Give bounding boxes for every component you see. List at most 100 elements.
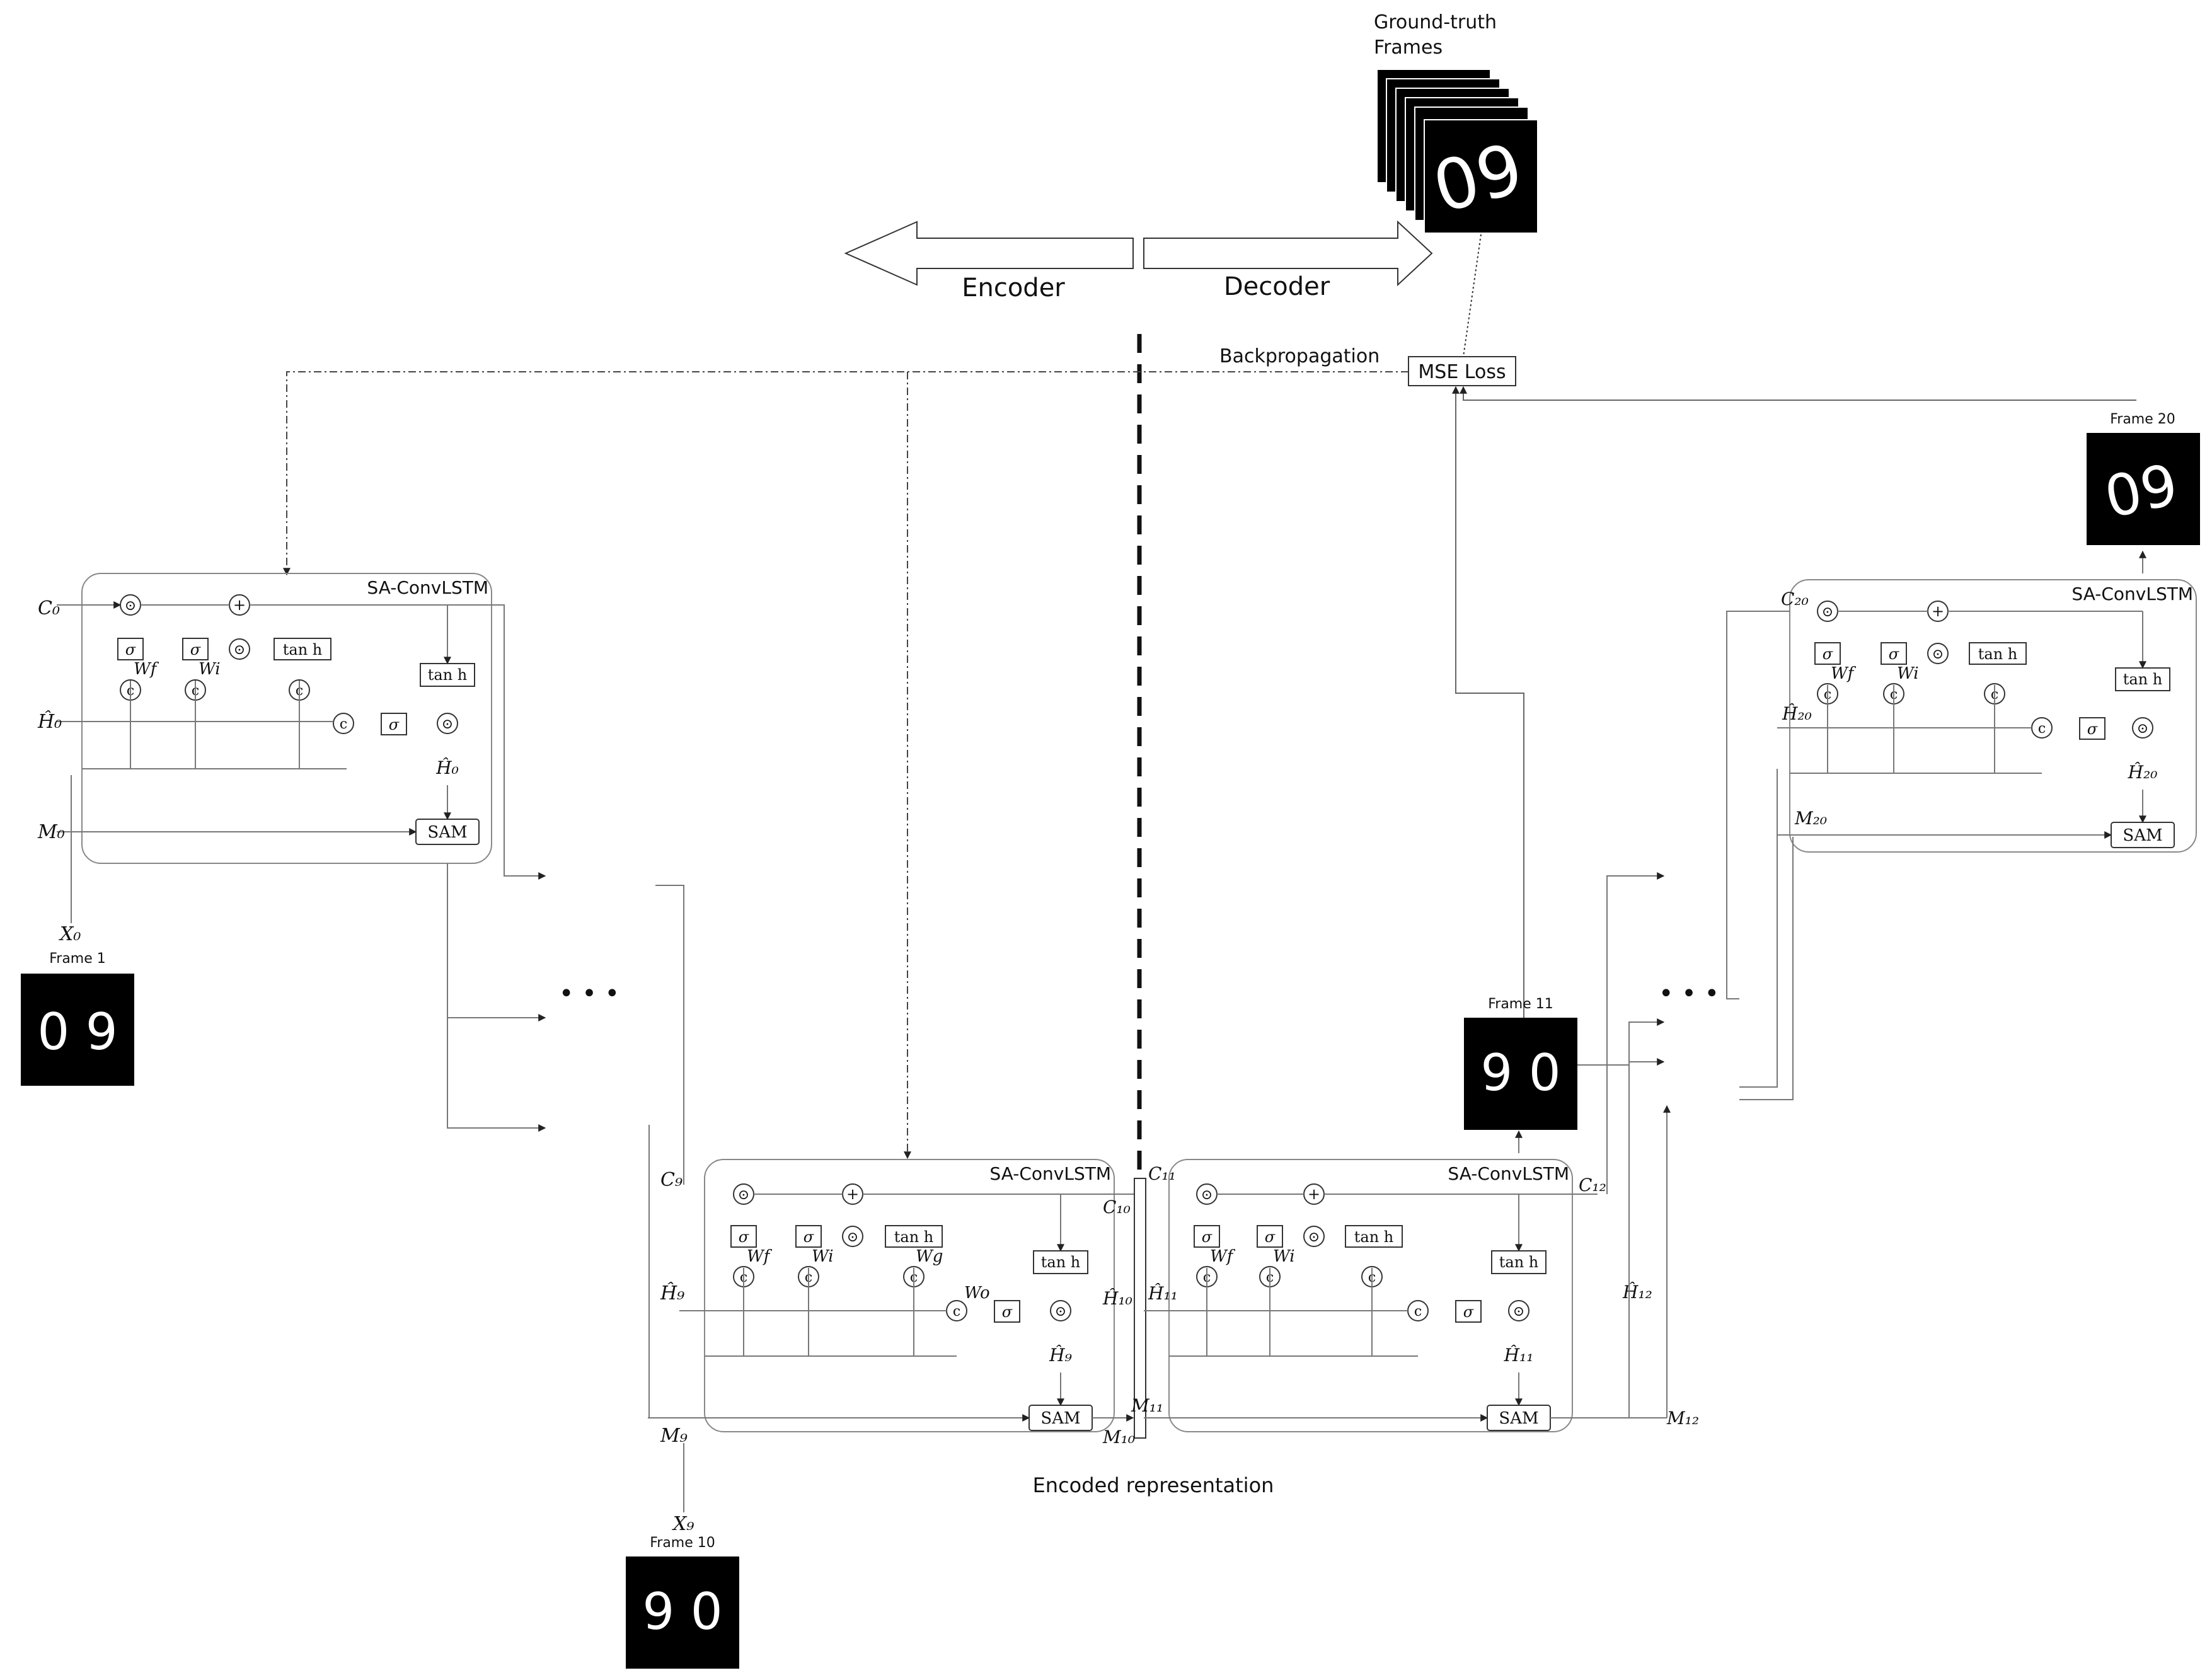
svg-text:⊙: ⊙ — [738, 1187, 749, 1203]
decoder-connectors — [1575, 611, 1794, 1418]
wi-label: Wi — [199, 660, 221, 679]
hidden-output-label: Ĥ₀ — [435, 757, 459, 778]
cell11-c-label: C₁₁ — [1148, 1163, 1176, 1184]
h10-label: Ĥ₁₀ — [1102, 1288, 1132, 1309]
decoder-label: Decoder — [1224, 272, 1330, 301]
cell9-c-label: C₉ — [660, 1169, 683, 1191]
sa-convlstm-cell-9: SA-ConvLSTM ⊙ + σ σ ⊙ tan h Wf Wi Wg c c… — [648, 1159, 1139, 1432]
frame-10: Frame 10 9 0 — [626, 1535, 739, 1669]
frame-11-label: Frame 11 — [1488, 996, 1553, 1012]
frame-1: Frame 1 0 9 — [21, 951, 134, 1086]
input-product-op: ⊙ — [234, 642, 245, 658]
svg-text:Wf: Wf — [747, 1247, 773, 1266]
svg-text:tan h: tan h — [894, 1228, 934, 1246]
frame-11-digits: 9 0 — [1480, 1044, 1560, 1102]
svg-text:tan h: tan h — [1499, 1253, 1539, 1271]
cell0-h-label: Ĥ₀ — [37, 710, 62, 733]
ground-truth-to-loss-line — [1463, 234, 1482, 357]
cell-title: SA-ConvLSTM — [1448, 1163, 1569, 1184]
sa-convlstm-cell-0: SA-ConvLSTM ⊙ + σ σ ⊙ tan h Wf Wi c c c … — [57, 573, 492, 864]
svg-text:tan h: tan h — [1354, 1228, 1394, 1246]
frame-20: Frame 20 09 — [2087, 411, 2200, 545]
cell11-h-label: Ĥ₁₁ — [1148, 1283, 1178, 1304]
cell20-h-label: Ĥ₂₀ — [1782, 703, 1812, 724]
svg-text:Ĥ₂₀: Ĥ₂₀ — [2128, 762, 2158, 783]
mse-loss-label: MSE Loss — [1418, 361, 1506, 383]
sam-block: SAM — [427, 823, 467, 842]
frame-20-digits: 09 — [2099, 451, 2184, 531]
svg-text:tan h: tan h — [1041, 1253, 1081, 1271]
sa-convlstm-cell-11: SA-ConvLSTM ⊙ + σ σ ⊙ tan h Wf Wi c c c … — [1144, 1130, 1667, 1432]
svg-text:⊙: ⊙ — [2137, 721, 2148, 737]
svg-text:+: + — [1308, 1185, 1320, 1203]
decoder-arrow: Decoder — [1143, 220, 1433, 301]
svg-text:σ: σ — [389, 716, 400, 734]
svg-text:Wf: Wf — [1210, 1247, 1236, 1266]
svg-text:c: c — [953, 1304, 960, 1320]
frame-20-label: Frame 20 — [2110, 411, 2175, 427]
svg-text:Wi: Wi — [812, 1247, 834, 1266]
svg-text:σ: σ — [1002, 1303, 1013, 1321]
svg-text:+: + — [846, 1185, 859, 1203]
x9-label: X₉ — [672, 1513, 694, 1535]
cell0-c-label: C₀ — [38, 597, 60, 619]
forget-product-op: ⊙ — [125, 598, 136, 614]
cell0-m-label: M₀ — [37, 821, 65, 843]
svg-text:σ: σ — [2087, 720, 2098, 738]
cell9-m-label: M₉ — [660, 1425, 688, 1447]
c12-label: C₁₂ — [1579, 1175, 1606, 1195]
cell11-m-label: M₁₁ — [1131, 1395, 1163, 1416]
loss-section: Backpropagation MSE Loss — [283, 234, 2136, 1159]
cell9-h-label: Ĥ₉ — [660, 1282, 684, 1304]
svg-text:Wi: Wi — [1897, 664, 1919, 683]
m12-label: M₁₂ — [1666, 1408, 1699, 1429]
output-tanh: tan h — [428, 666, 468, 684]
frame11-to-loss-line — [1452, 386, 1524, 1018]
svg-text:⊙: ⊙ — [1932, 647, 1944, 662]
backprop-line-cell0 — [283, 371, 1408, 576]
svg-text:σ: σ — [739, 1228, 749, 1246]
gate-tanh: tan h — [283, 641, 323, 659]
ground-truth-label-line2: Frames — [1374, 37, 1443, 59]
svg-text:Ĥ₉: Ĥ₉ — [1049, 1345, 1072, 1366]
encoded-representation-label: Encoded representation — [1033, 1473, 1274, 1497]
svg-text:⊙: ⊙ — [1201, 1187, 1213, 1203]
svg-text:⊙: ⊙ — [847, 1229, 858, 1245]
svg-text:c: c — [1414, 1304, 1422, 1320]
frame-1-label: Frame 1 — [49, 951, 106, 967]
svg-text:Wo: Wo — [964, 1284, 990, 1303]
svg-text:σ: σ — [1265, 1228, 1276, 1246]
ground-truth-frame-front — [1424, 119, 1538, 234]
svg-text:tan h: tan h — [1978, 645, 2018, 663]
c10-label: C₁₀ — [1103, 1197, 1131, 1217]
mse-loss-box — [1408, 356, 1516, 386]
svg-text:Wf: Wf — [1831, 664, 1857, 683]
svg-text:σ: σ — [804, 1228, 814, 1246]
svg-text:tan h: tan h — [2123, 670, 2163, 688]
sum-op: + — [233, 596, 246, 614]
x0-label: X₀ — [59, 923, 81, 945]
svg-text:Wi: Wi — [1273, 1247, 1295, 1266]
svg-text:+: + — [1932, 602, 1944, 620]
forget-sigma: σ — [125, 641, 136, 659]
svg-text:⊙: ⊙ — [1055, 1304, 1066, 1320]
svg-text:σ: σ — [1463, 1303, 1474, 1321]
m10-label: M₁₀ — [1102, 1427, 1135, 1447]
svg-text:σ: σ — [1823, 645, 1833, 663]
svg-text:⊙: ⊙ — [1822, 604, 1833, 620]
wf-label: Wf — [134, 660, 159, 679]
svg-text:Wg: Wg — [916, 1247, 943, 1266]
h12-label: Ĥ₁₂ — [1622, 1282, 1652, 1303]
encoder-connectors — [447, 604, 684, 1418]
svg-text:SAM: SAM — [2123, 826, 2162, 845]
frame20-to-loss-line — [1460, 386, 2136, 401]
svg-text:c: c — [340, 716, 347, 732]
frame-11: Frame 11 9 0 — [1464, 996, 1577, 1130]
ground-truth-stack: Ground-truth Frames 09 — [1374, 11, 1538, 234]
cell20-m-label: M₂₀ — [1794, 808, 1827, 829]
input-sigma: σ — [190, 641, 201, 659]
svg-text:⊙: ⊙ — [442, 716, 453, 732]
cell-title: SA-ConvLSTM — [2071, 584, 2193, 604]
svg-text:SAM: SAM — [1040, 1409, 1080, 1428]
